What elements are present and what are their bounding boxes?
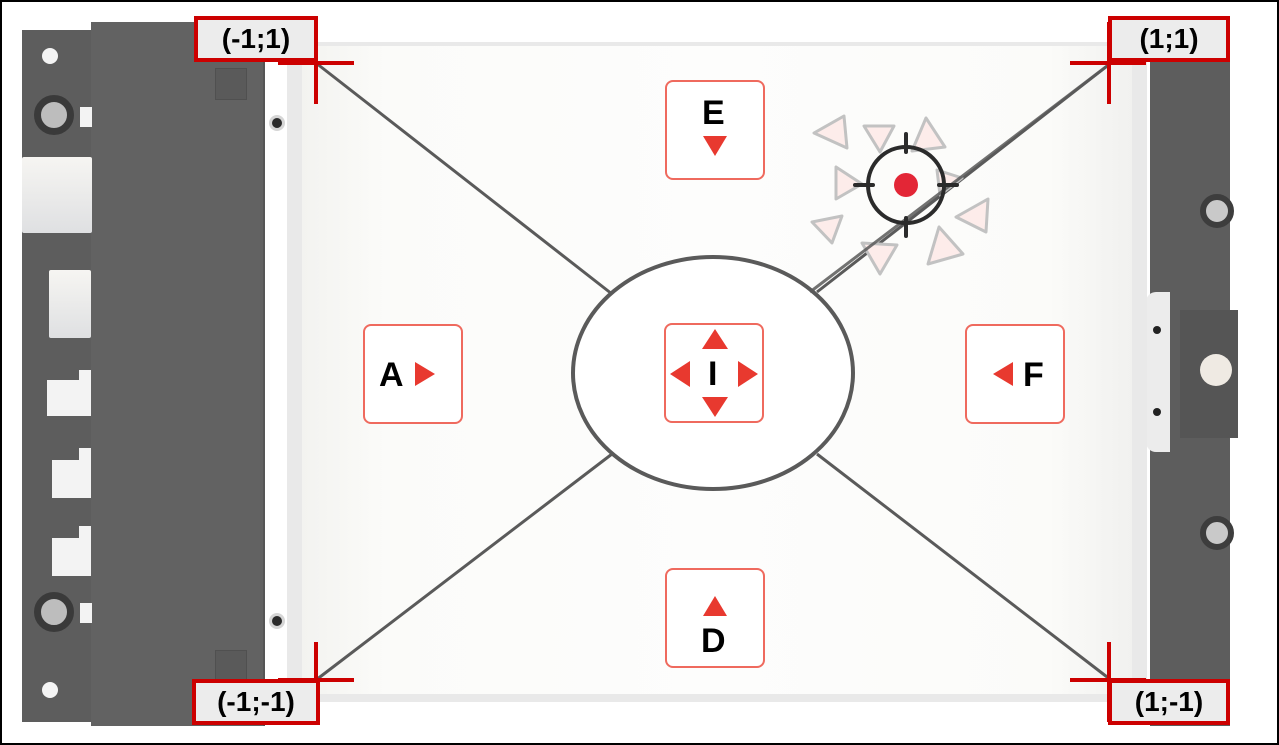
corner-crosshair-tl-v xyxy=(314,22,318,104)
key-a-label: A xyxy=(379,356,404,394)
key-f-label: F xyxy=(1023,356,1044,394)
key-e-label: E xyxy=(702,94,725,132)
knob-top xyxy=(34,95,74,135)
arrow-right-icon xyxy=(738,361,758,387)
arrow-up-icon xyxy=(702,329,728,349)
right-knob-top xyxy=(1200,194,1234,228)
arrow-up-icon xyxy=(703,596,727,616)
tab-bottom xyxy=(215,650,247,682)
corner-label-bottom-right: (1;-1) xyxy=(1108,679,1230,725)
left-device-body xyxy=(91,22,265,726)
corner-label-top-left: (-1;1) xyxy=(194,16,318,62)
knob-bottom xyxy=(34,592,74,632)
usb-port-2 xyxy=(52,460,84,498)
arrow-left-icon xyxy=(670,361,690,387)
key-d-label: D xyxy=(701,622,726,660)
screw-top-left xyxy=(272,118,282,128)
right-clip-screw-top xyxy=(1153,326,1161,334)
screw-bottom-left xyxy=(272,616,282,626)
key-a-button[interactable]: A xyxy=(363,324,463,424)
usb-port-3 xyxy=(52,538,84,576)
arrow-down-icon xyxy=(702,397,728,417)
key-e-button[interactable]: E xyxy=(665,80,765,180)
right-clip-plate xyxy=(1146,292,1170,452)
arrow-right-icon xyxy=(415,362,435,386)
key-d-button[interactable]: D xyxy=(665,568,765,668)
corner-label-top-right: (1;1) xyxy=(1108,16,1230,62)
usb-port-1-flange xyxy=(79,370,91,416)
usb-port-1 xyxy=(47,380,83,416)
right-knob-bottom xyxy=(1200,516,1234,550)
key-i-button[interactable]: I xyxy=(664,323,764,423)
white-connector-block xyxy=(22,157,92,233)
usb-port-2-flange xyxy=(79,448,91,498)
right-clip-button xyxy=(1200,354,1232,386)
connector-stub-bottom xyxy=(80,603,92,623)
arrow-left-icon xyxy=(993,362,1013,386)
white-port xyxy=(49,270,91,338)
right-clip-screw-bottom xyxy=(1153,408,1161,416)
led-indicator-top xyxy=(42,48,58,64)
arrow-down-icon xyxy=(703,136,727,156)
usb-port-3-flange xyxy=(79,526,91,576)
key-i-label: I xyxy=(708,355,718,393)
key-f-button[interactable]: F xyxy=(965,324,1065,424)
corner-label-bottom-left: (-1;-1) xyxy=(192,679,320,725)
tab-top xyxy=(215,68,247,100)
led-indicator-bottom xyxy=(42,682,58,698)
corner-crosshair-tr-v xyxy=(1107,22,1111,104)
connector-stub-top xyxy=(80,107,92,127)
target-dot-icon xyxy=(894,173,918,197)
